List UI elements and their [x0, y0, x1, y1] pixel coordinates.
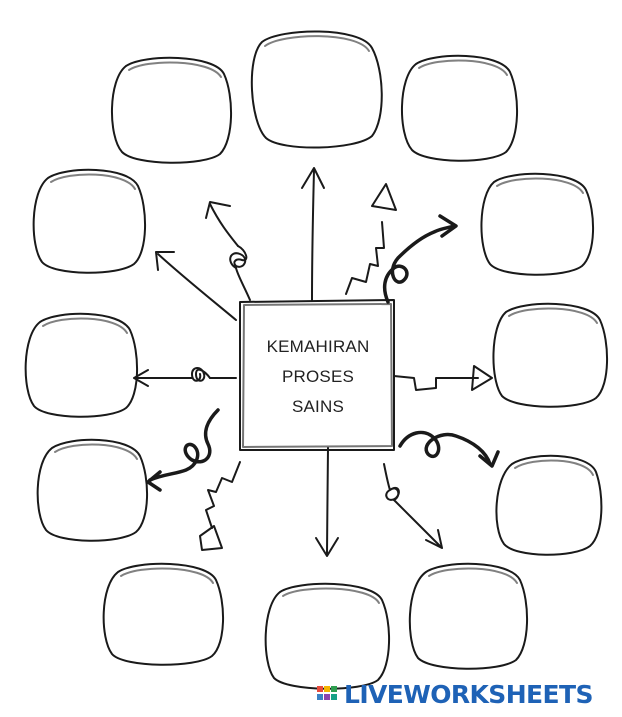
bubble-middle-left[interactable]	[24, 312, 138, 418]
bubble-bottom-center[interactable]	[264, 582, 390, 690]
arrow-bottom-center	[315, 447, 339, 557]
bubble-top-left[interactable]	[110, 56, 232, 164]
bubble-bottom-right[interactable]	[408, 562, 528, 670]
arrow-upper-right	[382, 214, 458, 304]
bubble-top-right[interactable]	[400, 54, 518, 162]
arrow-bottom-left	[199, 461, 241, 551]
center-title: KEMAHIRAN PROSES SAINS	[244, 306, 392, 448]
bubble-bottom-left[interactable]	[102, 562, 224, 666]
center-title-line-3: SAINS	[291, 397, 345, 416]
arrow-top-left	[205, 201, 251, 301]
arrow-upper-left	[155, 251, 237, 321]
bubble-lower-right[interactable]	[495, 454, 603, 556]
arrow-lower-right	[398, 430, 500, 468]
center-title-line-1: KEMAHIRAN	[266, 337, 370, 356]
bubble-upper-right[interactable]	[480, 172, 594, 276]
bubble-top-center[interactable]	[250, 30, 383, 149]
center-title-line-2: PROSES	[281, 367, 355, 386]
arrow-lower-left	[146, 408, 220, 492]
liveworksheets-logo: LIVEWORKSHEETS	[316, 679, 593, 709]
arrow-top-right	[345, 183, 397, 295]
arrow-top-center	[301, 167, 325, 301]
bubble-middle-right[interactable]	[492, 302, 608, 408]
logo-blocks-icon	[317, 686, 337, 700]
arrow-bottom-right	[383, 463, 443, 549]
arrow-middle-left	[133, 367, 237, 387]
bubble-upper-left[interactable]	[32, 168, 146, 274]
center-box	[239, 299, 395, 451]
arrow-middle-right	[393, 365, 493, 391]
bubble-lower-left[interactable]	[36, 438, 148, 542]
logo-text: LIVEWORKSHEETS	[344, 679, 593, 709]
